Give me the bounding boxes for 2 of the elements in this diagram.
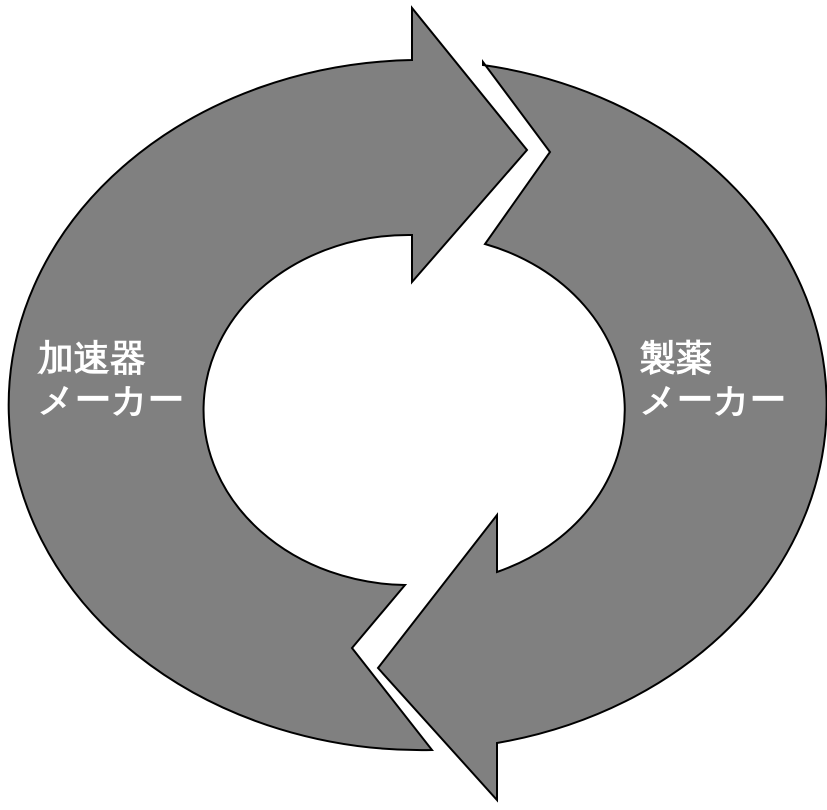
arrow-label: 製薬メーカー [640,338,786,422]
arrow-label: 加速器メーカー [38,338,184,422]
